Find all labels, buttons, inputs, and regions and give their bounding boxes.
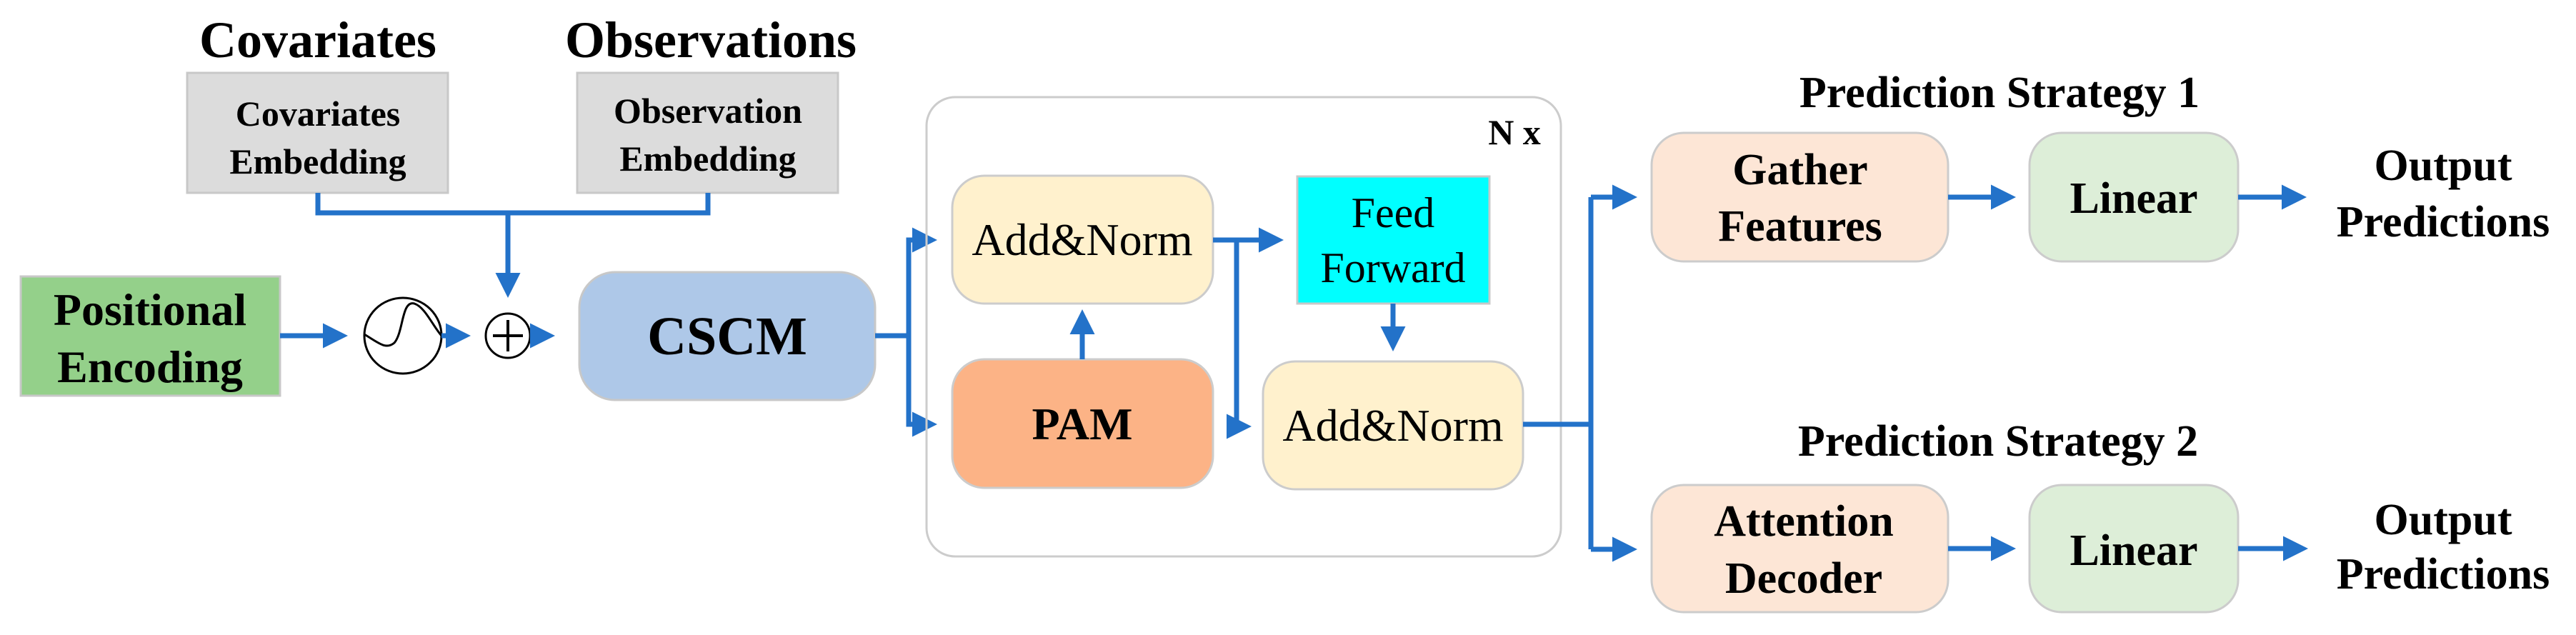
covariates-title: Covariates bbox=[199, 11, 436, 69]
covariates-embedding-box: Covariates Embedding bbox=[186, 71, 449, 194]
positional-encoding-box: Positional Encoding bbox=[19, 275, 281, 397]
feed-forward-block: Feed Forward bbox=[1296, 175, 1491, 305]
gather-features-line2: Features bbox=[1718, 202, 1882, 251]
encoder-connectors bbox=[1069, 184, 1637, 562]
covariates-embedding-line1: Covariates bbox=[236, 94, 401, 134]
observation-embedding-box: Observation Embedding bbox=[576, 71, 839, 194]
pam-label: PAM bbox=[1032, 399, 1133, 449]
linear-2-label: Linear bbox=[2070, 526, 2197, 575]
prediction-strategy-1: Prediction Strategy 1 Gather Features Li… bbox=[1650, 69, 2550, 263]
output-2-line1: Output bbox=[2375, 496, 2512, 544]
encoder-layer-container: N x bbox=[925, 96, 1562, 558]
cscm-label: CSCM bbox=[647, 306, 807, 366]
covariates-embedding-line2: Embedding bbox=[229, 141, 406, 181]
output-2-line2: Predictions bbox=[2337, 550, 2550, 599]
strategy-1-title: Prediction Strategy 1 bbox=[1799, 69, 2200, 117]
repeat-label: N x bbox=[1488, 112, 1541, 152]
attention-decoder-line2: Decoder bbox=[1725, 554, 1882, 603]
observation-embedding-line1: Observation bbox=[614, 91, 802, 131]
add-norm-2-block: Add&Norm bbox=[1262, 360, 1524, 491]
cscm-connectors bbox=[875, 227, 937, 437]
positional-encoding-line2: Encoding bbox=[57, 341, 243, 392]
add-norm-1-label: Add&Norm bbox=[972, 214, 1192, 265]
feed-forward-line1: Feed bbox=[1352, 189, 1435, 236]
observation-embedding-line2: Embedding bbox=[619, 139, 796, 179]
plus-circle-icon bbox=[484, 312, 531, 359]
observations-title: Observations bbox=[565, 11, 857, 69]
feed-forward-line2: Forward bbox=[1320, 244, 1465, 291]
output-1-line2: Predictions bbox=[2337, 198, 2550, 246]
input-connectors bbox=[280, 193, 711, 349]
positional-encoding-line1: Positional bbox=[54, 284, 246, 335]
strategy-2-title: Prediction Strategy 2 bbox=[1798, 417, 2198, 466]
output-1-line1: Output bbox=[2375, 141, 2512, 190]
gather-features-line1: Gather bbox=[1732, 146, 1867, 194]
add-norm-2-label: Add&Norm bbox=[1282, 400, 1503, 451]
linear-1-label: Linear bbox=[2070, 174, 2197, 223]
pam-block: PAM bbox=[951, 358, 1214, 489]
sine-wave-icon bbox=[363, 296, 443, 375]
prediction-strategy-2: Prediction Strategy 2 Attention Decoder … bbox=[1650, 417, 2550, 614]
cscm-block: CSCM bbox=[578, 271, 877, 401]
attention-decoder-line1: Attention bbox=[1714, 497, 1893, 546]
add-norm-1-block: Add&Norm bbox=[951, 174, 1214, 305]
